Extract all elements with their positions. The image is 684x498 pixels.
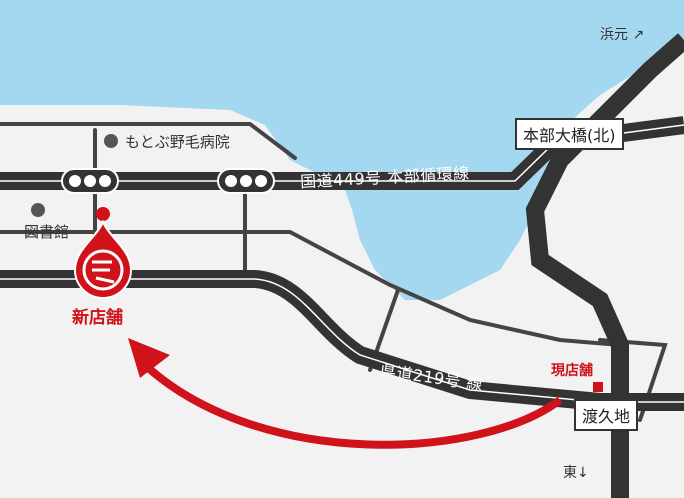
- current-store-label: 現店舗: [551, 363, 593, 379]
- to-east-label: 東↓: [563, 465, 589, 481]
- hospital-label: もとぶ野毛病院: [125, 133, 230, 151]
- current-store-marker-icon: [593, 382, 603, 392]
- new-store-pin-icon: [73, 207, 133, 299]
- traffic-light-icon: [61, 168, 119, 194]
- library-label: 図書館: [24, 223, 70, 241]
- hospital-dot-icon: [104, 134, 118, 148]
- library-dot-icon: [31, 203, 45, 217]
- road-mid-minor: [0, 230, 622, 347]
- toku-label: 渡久地: [574, 399, 639, 431]
- road-north-minor: [0, 122, 297, 160]
- bridge-label: 本部大橋(北): [515, 118, 624, 150]
- bridge-road: [525, 33, 684, 498]
- relocation-arrow-icon: [128, 338, 563, 449]
- sea: [0, 0, 684, 300]
- new-store-label: 新店舗: [72, 308, 123, 328]
- to-hamamoto-label: 浜元 ↗: [600, 27, 645, 43]
- traffic-light-icon: [217, 168, 275, 194]
